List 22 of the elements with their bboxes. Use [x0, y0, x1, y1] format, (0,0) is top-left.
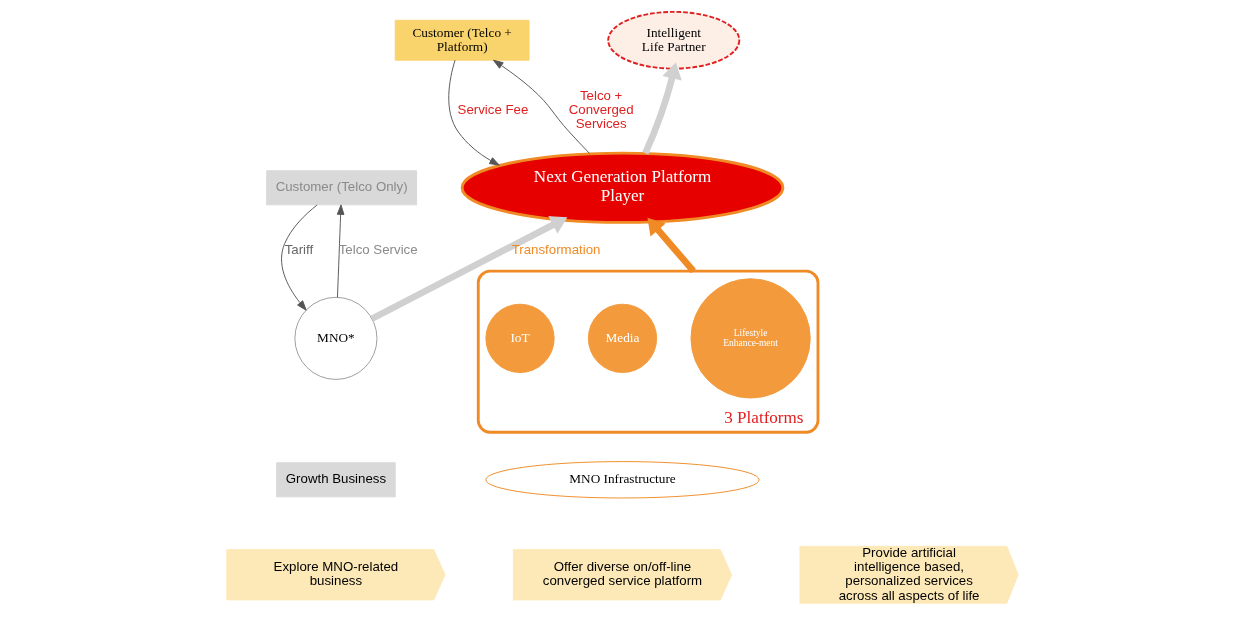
node-ellipse: Next Generation Platform Player — [460, 151, 785, 224]
node-circle: Media — [587, 303, 658, 373]
node-circle: Lifestyle Enhance-ment — [690, 278, 811, 399]
arrow — [642, 62, 682, 155]
edge-label: Service Fee — [457, 102, 529, 118]
node-box: Customer (Telco + Platform) — [394, 19, 530, 61]
node-box: Customer (Telco Only) — [266, 170, 418, 206]
arrow — [370, 215, 568, 322]
edge-label: Transformation — [511, 242, 601, 258]
node-ellipse: Intelligent Life Partner — [607, 10, 741, 70]
arrow — [281, 204, 318, 311]
arrow — [493, 59, 591, 154]
edge-label: Telco + Converged Services — [568, 87, 634, 132]
cluster — [476, 269, 820, 434]
arrow — [336, 204, 345, 298]
node-ellipse: MNO Infrastructure — [485, 461, 760, 499]
arrow — [647, 217, 696, 274]
node-box: Growth Business — [276, 462, 396, 498]
arrow — [448, 59, 500, 166]
node-circle: IoT — [485, 303, 555, 373]
node-label: 3 Platforms — [724, 408, 804, 428]
edge-label: Tariff — [284, 242, 314, 258]
